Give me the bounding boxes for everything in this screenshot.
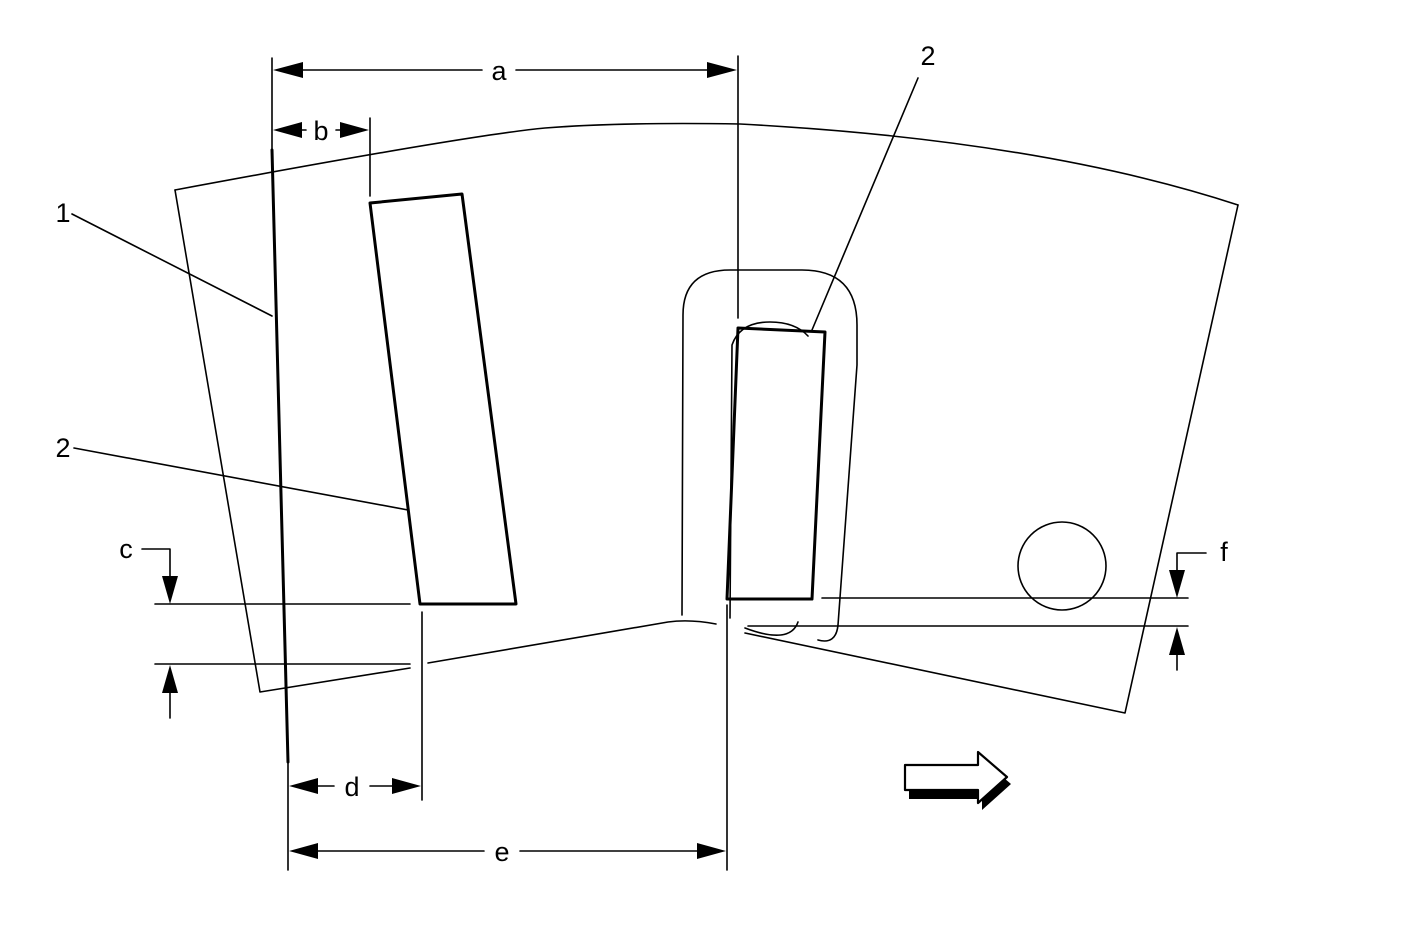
callout-1: 1 — [55, 198, 70, 228]
label-left — [368, 192, 518, 606]
dimension-b: b — [273, 116, 369, 146]
label-c: c — [119, 534, 133, 564]
notch-outline — [681, 269, 858, 642]
callout-2-left: 2 — [55, 433, 70, 463]
notch-inner-curve — [729, 321, 809, 619]
dimension-f: f — [1169, 537, 1228, 671]
notch-lower-curve — [744, 621, 799, 637]
dimension-a: a — [273, 56, 737, 86]
right-arrow-icon — [903, 750, 1011, 810]
label-a: a — [491, 56, 507, 86]
callout-2-right: 2 — [920, 41, 935, 71]
dimension-e: e — [289, 837, 726, 867]
label-b: b — [313, 116, 328, 146]
dimension-d: d — [289, 772, 421, 802]
label-d: d — [344, 772, 359, 802]
label-right — [725, 326, 827, 601]
extension-lines — [154, 55, 1189, 871]
label-e: e — [494, 837, 509, 867]
locating-hole — [1017, 521, 1107, 611]
reference-line — [270, 148, 290, 764]
dimension-c: c — [119, 534, 178, 719]
label-f: f — [1220, 537, 1228, 567]
panel-outline — [174, 122, 1239, 714]
callout-leaders — [71, 77, 919, 511]
